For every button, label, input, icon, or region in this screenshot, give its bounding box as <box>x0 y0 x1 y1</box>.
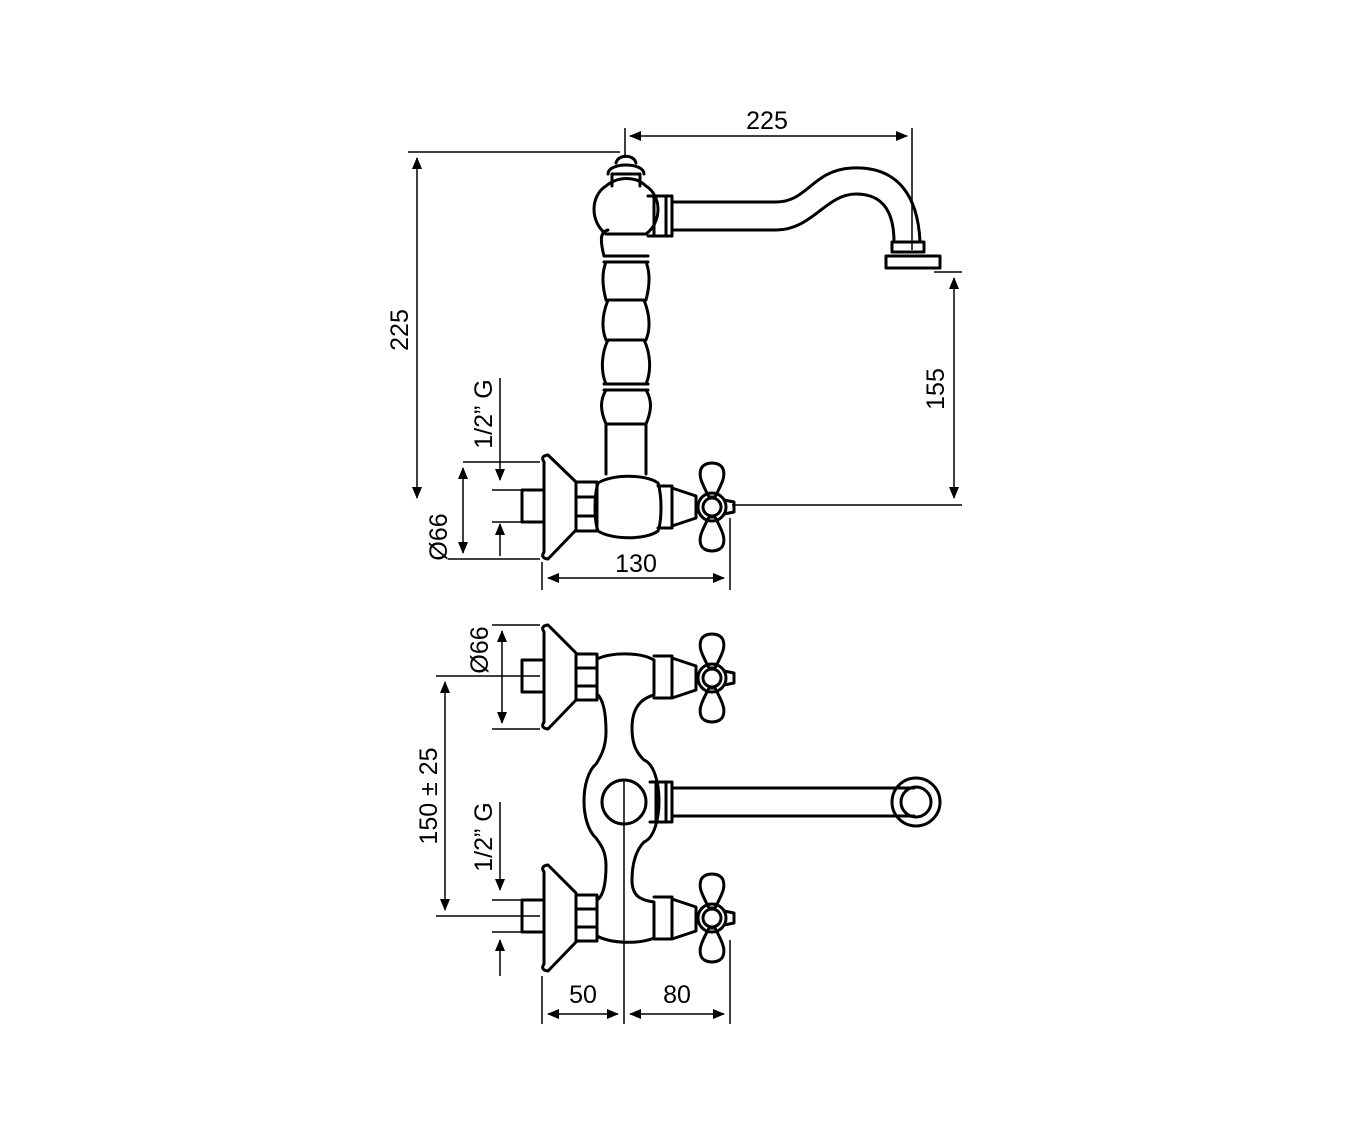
dim-depth: 130 <box>615 550 657 578</box>
side-column-bulb <box>592 177 660 236</box>
dim-offset-right: 80 <box>663 981 691 1009</box>
dim-offset-left: 50 <box>569 981 597 1009</box>
front-dimension-lines <box>436 624 731 1024</box>
side-column-stem <box>604 422 648 476</box>
front-aerator <box>890 776 942 828</box>
dim-thread-front-bottom: 1/2” G <box>470 802 498 871</box>
front-lower-flange <box>541 863 578 973</box>
dim-flange-side: Ø66 <box>425 513 453 560</box>
front-upper-flange <box>541 623 578 731</box>
side-column-cap <box>606 154 646 188</box>
side-inlet-stub <box>520 488 546 524</box>
front-dimension-labels: Ø66 150 ± 25 1/2” G 50 80 <box>415 626 691 1009</box>
side-column-decor <box>599 228 652 426</box>
side-view <box>520 154 942 561</box>
front-body <box>582 652 661 944</box>
side-aerator <box>884 240 942 270</box>
side-cross-handle <box>696 461 736 553</box>
dim-spout-clearance: 155 <box>922 368 950 410</box>
side-spout-collar <box>646 194 674 238</box>
side-dimension-lines <box>408 128 962 590</box>
dim-center-distance: 150 ± 25 <box>415 747 443 844</box>
front-upper-cross-handle <box>696 632 736 724</box>
front-spout <box>670 786 916 818</box>
front-spout-collar <box>648 780 674 824</box>
side-valve-bonnet <box>656 484 674 530</box>
side-valve-body <box>593 474 663 540</box>
dim-flange-front: Ø66 <box>466 626 494 673</box>
side-dimension-labels: 225 225 155 1/2” G Ø66 130 <box>386 107 950 578</box>
front-lower-cross-handle <box>696 872 736 964</box>
side-wall-flange <box>541 453 578 561</box>
dim-thread-side-top: 1/2” G <box>470 379 498 448</box>
front-view <box>520 623 942 1024</box>
side-hex-nut <box>574 480 599 533</box>
side-spout <box>670 166 922 244</box>
dim-spout-reach: 225 <box>746 107 788 135</box>
dim-total-height: 225 <box>386 309 414 351</box>
